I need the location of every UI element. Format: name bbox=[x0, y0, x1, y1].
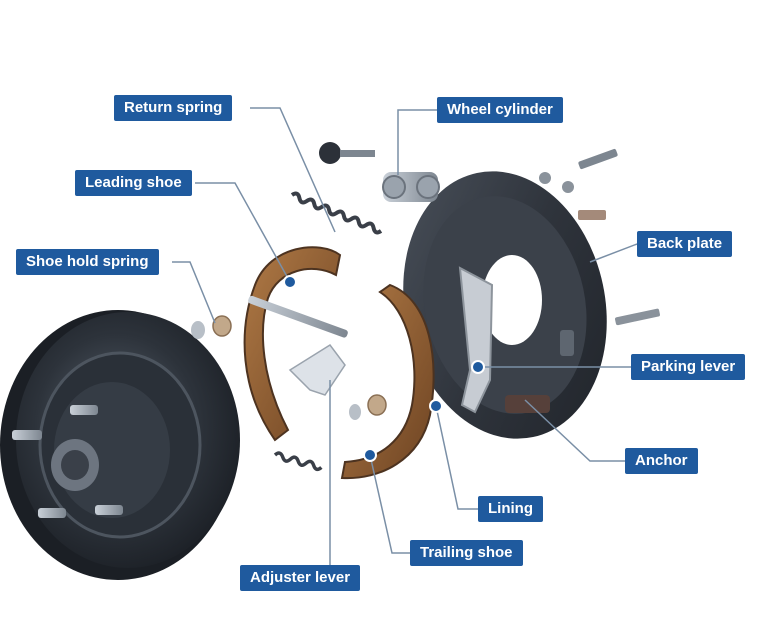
marker-leading-shoe bbox=[283, 275, 297, 289]
return-spring-label: Return spring bbox=[114, 95, 233, 121]
adjuster-spring bbox=[273, 451, 323, 472]
markers bbox=[283, 275, 485, 462]
return-spring bbox=[290, 191, 383, 235]
back-plate-label: Back plate bbox=[637, 231, 733, 257]
marker-parking-lever bbox=[471, 360, 485, 374]
leader-shoe-hold-spring bbox=[172, 261, 216, 324]
wheel-stud bbox=[12, 430, 42, 440]
parking-lever bbox=[458, 266, 494, 414]
leader-trailing-shoe bbox=[369, 454, 410, 554]
lining-label: Lining bbox=[478, 496, 543, 522]
leader-wheel-cylinder bbox=[397, 109, 437, 175]
leader-lining bbox=[435, 405, 478, 510]
bleeder-bolt bbox=[319, 142, 375, 164]
leader-lines bbox=[172, 107, 638, 565]
nut bbox=[539, 172, 551, 184]
bolt bbox=[615, 308, 660, 326]
adjuster-lever bbox=[288, 343, 346, 396]
bolt bbox=[578, 148, 618, 170]
adjuster-lever-label: Adjuster lever bbox=[240, 565, 361, 591]
marker-trailing-shoe bbox=[363, 448, 377, 462]
wheel-stud bbox=[70, 405, 98, 415]
anchor bbox=[505, 395, 550, 413]
shoe-hold-spring bbox=[191, 315, 232, 339]
leader-return-spring bbox=[250, 107, 336, 233]
leader-back-plate bbox=[589, 243, 638, 263]
parking-lever-label: Parking lever bbox=[631, 354, 746, 380]
anchor-label: Anchor bbox=[625, 448, 698, 474]
wheel-stud bbox=[38, 508, 66, 518]
leading-shoe-label: Leading shoe bbox=[75, 170, 192, 196]
shim bbox=[578, 210, 606, 220]
nut bbox=[562, 181, 574, 193]
leader-leading-shoe bbox=[195, 182, 291, 283]
leading-shoe bbox=[243, 246, 342, 442]
leader-anchor bbox=[524, 399, 625, 462]
wheel-cylinder-label: Wheel cylinder bbox=[437, 97, 563, 123]
adjuster-strut bbox=[248, 295, 348, 338]
wheel-cylinder bbox=[382, 172, 440, 202]
brake-drum bbox=[0, 310, 240, 580]
marker-lining bbox=[429, 399, 443, 413]
shoe-hold-spring-label: Shoe hold spring bbox=[16, 249, 159, 275]
trailing-shoe-label: Trailing shoe bbox=[410, 540, 523, 566]
trailing-shoe bbox=[340, 283, 435, 480]
back-plate bbox=[403, 171, 607, 439]
wheel-stud bbox=[95, 505, 123, 515]
shoe-hold-spring bbox=[349, 394, 387, 420]
